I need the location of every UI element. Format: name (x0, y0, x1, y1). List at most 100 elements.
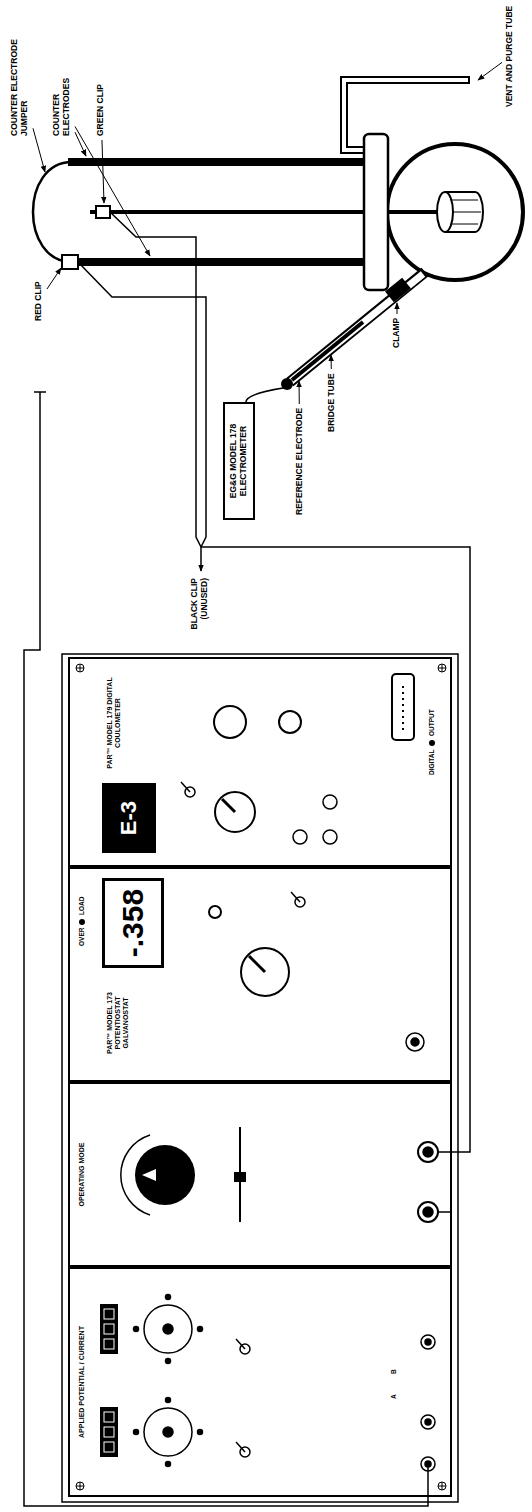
indicator-dot (79, 919, 85, 925)
control-knob (222, 799, 235, 812)
wiring (201, 547, 470, 1152)
dial-knob (163, 1324, 173, 1334)
digit-display (104, 1324, 114, 1334)
toggle-switch (291, 892, 300, 902)
leader-line (33, 128, 45, 172)
part-label: BRIDGE TUBE (327, 372, 337, 433)
bridge-tube (292, 322, 363, 380)
dial-knob (134, 1430, 139, 1435)
part-label: VENT AND PURGE TUBE (505, 5, 515, 108)
counter-electrode-jumper (33, 162, 72, 262)
panel-marking: A (390, 1393, 397, 1400)
control-knob (209, 706, 301, 996)
electrode-rod (68, 158, 368, 166)
jack-connector (423, 1147, 433, 1157)
clip (62, 206, 110, 269)
mode-knob (234, 1172, 246, 1182)
module-panel: APPLIED POTENTIAL / CURRENT (68, 1267, 452, 1497)
mode-knob (142, 1169, 156, 1181)
jack-connector (423, 1207, 433, 1217)
bridge-tube (281, 378, 293, 390)
digit-display (104, 1339, 114, 1349)
cell-cap (364, 134, 388, 290)
part-label-holder: OUTPUT (428, 708, 435, 737)
leader-line (331, 355, 332, 369)
dial-knob (134, 1295, 203, 1467)
part-label-holder: OVER (78, 927, 85, 947)
vent-purge-tube (344, 80, 468, 150)
part-label-holder: VENT AND PURGE TUBE (505, 5, 515, 108)
jack-connector (438, 1211, 452, 1213)
mounting-screw (76, 664, 84, 672)
bridge-tube (290, 272, 425, 382)
dial-knob (198, 1430, 203, 1435)
part-label-holder: RED CLIP (34, 280, 44, 322)
digital-output-connector (392, 674, 414, 740)
dial-knob (166, 1462, 171, 1467)
dial-knob (166, 1295, 171, 1300)
dial-knob (166, 1398, 171, 1403)
dial-knob (144, 1408, 192, 1456)
part-label-holder: BRIDGE TUBE (327, 372, 337, 433)
panel-marking: OVER (78, 927, 85, 947)
dial-knob (163, 1427, 173, 1437)
mounting-screw (438, 1482, 446, 1490)
electrode-rod (90, 210, 370, 214)
digit-display (100, 1407, 118, 1457)
part-label: BLACK CLIP (UNUSED) (190, 577, 210, 639)
part-label-holder: A (390, 1393, 397, 1400)
control-knob (209, 906, 221, 918)
leader-line (102, 140, 104, 203)
control-knob (241, 948, 289, 996)
digit-display (100, 1304, 118, 1457)
mounting-screw (76, 1482, 84, 1490)
digital-display: -.358 (102, 878, 164, 968)
bridge-tube (290, 274, 423, 382)
working-electrode-mesh (437, 192, 483, 232)
digital-display: E-3 (102, 783, 156, 853)
clamp (385, 278, 411, 303)
digit-display (104, 1427, 114, 1437)
panel-marking: LOAD (78, 896, 85, 916)
dial-knob (166, 1359, 171, 1364)
mounting-screw (438, 1482, 446, 1490)
leader-line (478, 62, 502, 80)
control-knob (279, 711, 301, 733)
counter-electrode-jumper (33, 162, 72, 262)
working-electrode-mesh (452, 200, 481, 224)
part-label-holder: COUNTER ELECTRODES (52, 71, 72, 137)
jack-connector (293, 830, 307, 844)
wiring (34, 391, 46, 393)
mode-knob (135, 1145, 195, 1205)
toggle-switch (181, 782, 190, 792)
control-knob (215, 792, 255, 832)
jack-connector (421, 1415, 435, 1429)
mode-knob (121, 1127, 246, 1222)
part-label: GREEN CLIP (96, 83, 106, 137)
part-label-holder: GREEN CLIP (96, 83, 106, 137)
control-knob (249, 956, 265, 972)
digit-display (104, 1309, 114, 1319)
jack-connector (425, 1339, 431, 1345)
leader-line (47, 268, 61, 289)
wiring (200, 547, 202, 571)
cell-flask (387, 144, 523, 280)
jack-connector (425, 1419, 431, 1425)
instrument-rack (62, 654, 458, 1502)
mounting-screw (438, 664, 446, 672)
digit-display (100, 1304, 118, 1354)
jack-connector (421, 1335, 435, 1349)
part-label-holder: REFERENCE ELECTRODE (295, 407, 305, 516)
part-label: RED CLIP (34, 280, 44, 322)
part-label-holder: COUNTER ELECTRODE JUMPER (10, 25, 30, 137)
jack-connector (406, 1033, 424, 1051)
display-readout: E-3 (116, 801, 141, 835)
jack-connector (418, 1142, 438, 1162)
part-label: COUNTER ELECTRODE JUMPER (10, 25, 30, 137)
module-panel: PAR™ MODEL 179 DIGITAL COULOMETERE-3 (68, 657, 452, 867)
panel-marking: DIGITAL (428, 748, 435, 776)
digit-display (104, 1412, 114, 1422)
module-title: PAR™ MODEL 173 POTENTIOSTAT GALVANOSTAT (106, 974, 130, 1072)
